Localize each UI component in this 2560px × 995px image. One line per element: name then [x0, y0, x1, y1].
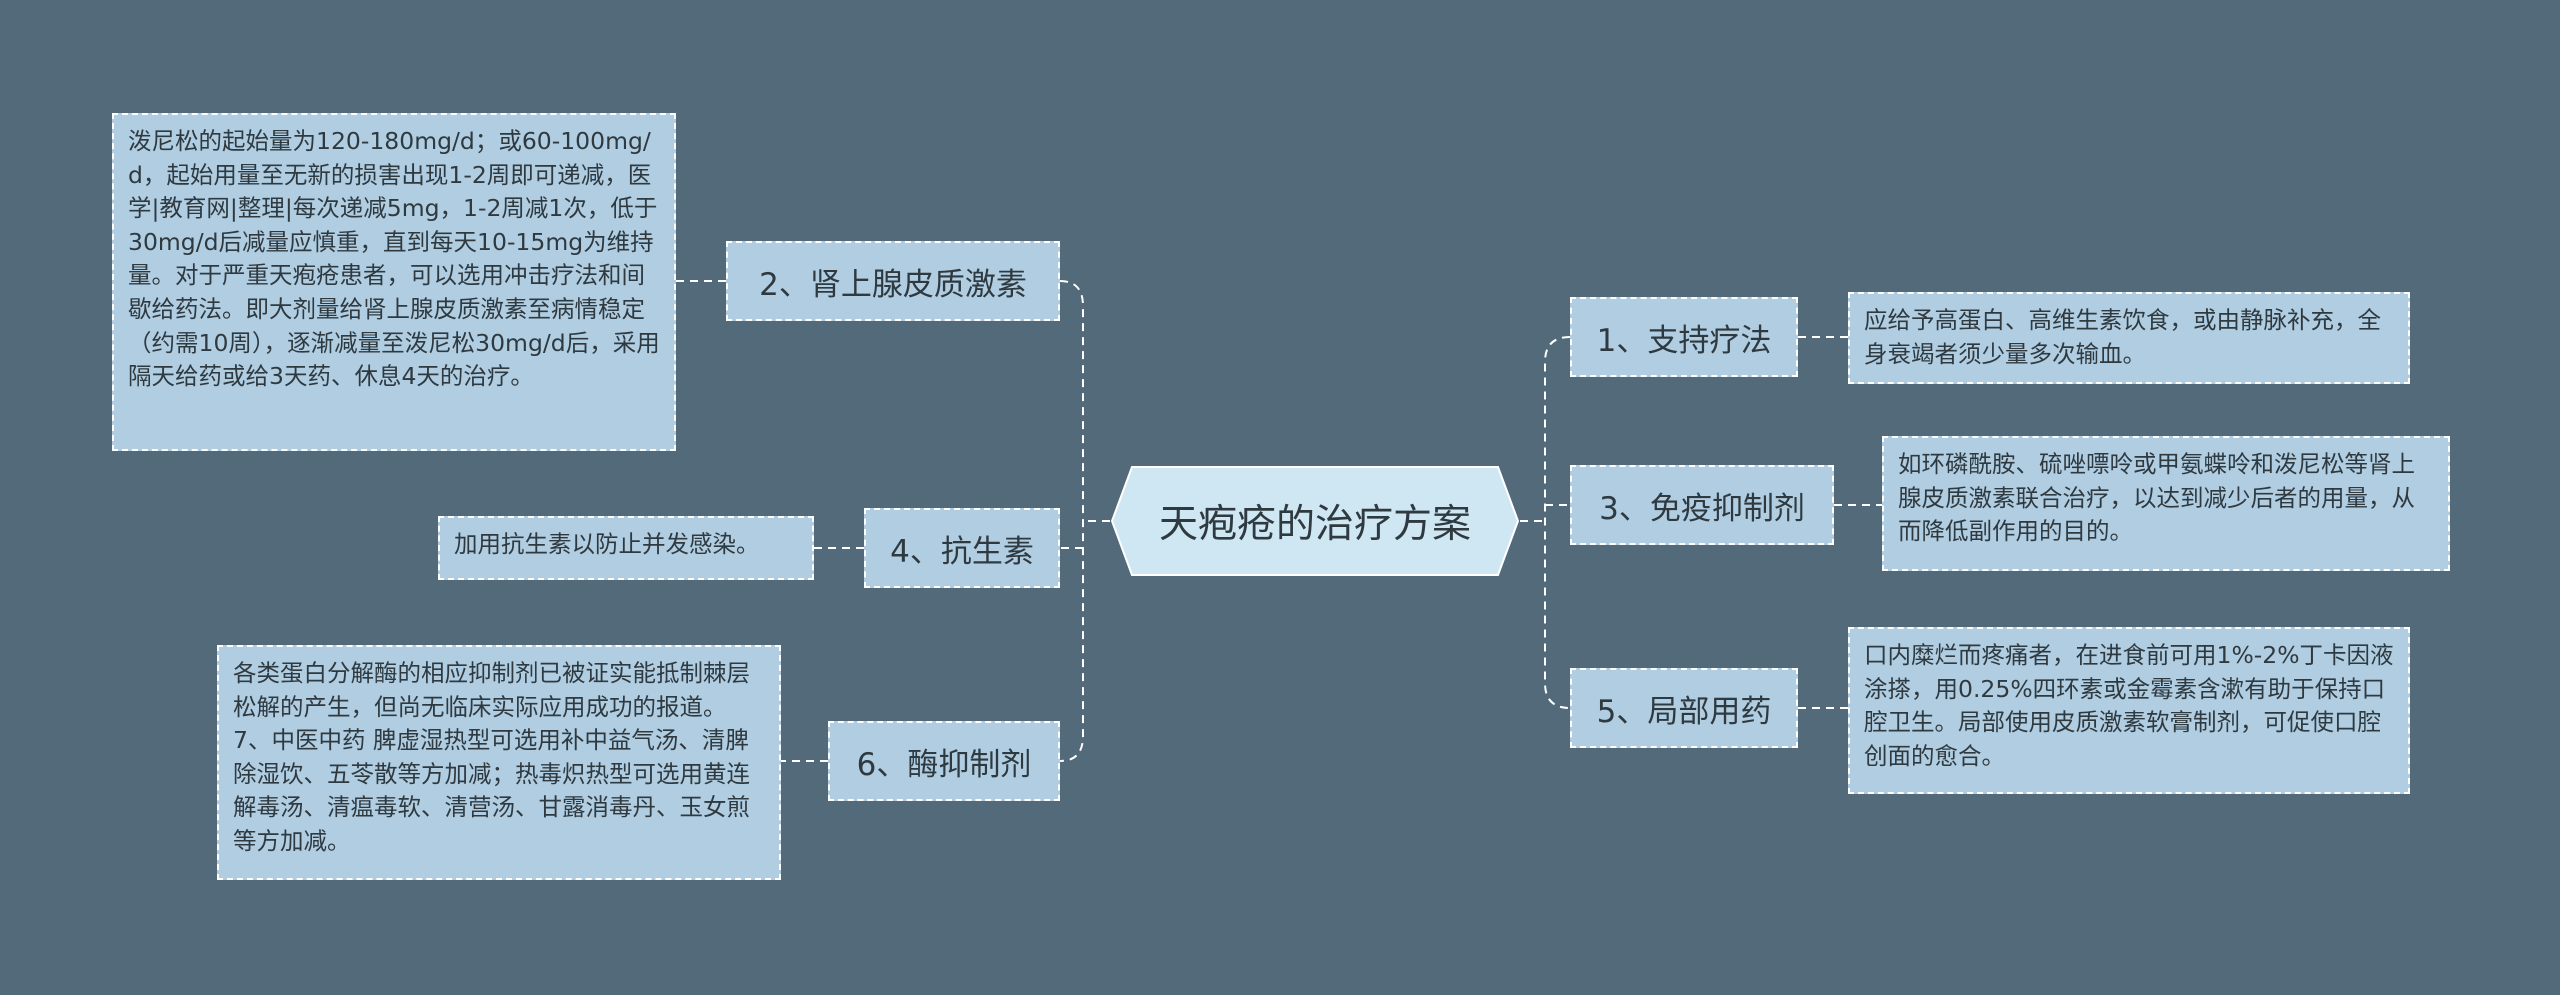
detail-support-therapy-text: 应给予高蛋白、高维生素饮食，或由静脉补充，全身衰竭者须少量多次输血。 — [1864, 306, 2381, 368]
branch-enzyme-inhibitor[interactable]: 6、酶抑制剂 — [828, 721, 1060, 801]
center-topic[interactable]: 天疱疮的治疗方案 — [1110, 465, 1520, 577]
detail-local-medication-text: 口内糜烂而疼痛者，在进食前可用1%-2%丁卡因液涂搽，用0.25%四环素或金霉素… — [1864, 641, 2394, 770]
detail-corticosteroid[interactable]: 泼尼松的起始量为120-180mg/d；或60-100mg/d，起始用量至无新的… — [112, 113, 676, 451]
detail-corticosteroid-text: 泼尼松的起始量为120-180mg/d；或60-100mg/d，起始用量至无新的… — [128, 127, 660, 391]
center-hexagon-shape — [1110, 466, 1520, 576]
branch-enzyme-inhibitor-label: 6、酶抑制剂 — [856, 746, 1032, 783]
branch-local-medication-label: 5、局部用药 — [1596, 693, 1772, 730]
branch-corticosteroid-label: 2、肾上腺皮质激素 — [759, 266, 1027, 303]
detail-local-medication[interactable]: 口内糜烂而疼痛者，在进食前可用1%-2%丁卡因液涂搽，用0.25%四环素或金霉素… — [1848, 627, 2410, 794]
detail-antibiotic-text: 加用抗生素以防止并发感染。 — [454, 530, 760, 558]
branch-antibiotic[interactable]: 4、抗生素 — [864, 508, 1060, 588]
detail-enzyme-inhibitor[interactable]: 各类蛋白分解酶的相应抑制剂已被证实能抵制棘层松解的产生，但尚无临床实际应用成功的… — [217, 645, 781, 880]
branch-immunosuppressant[interactable]: 3、免疫抑制剂 — [1570, 465, 1834, 545]
branch-antibiotic-label: 4、抗生素 — [890, 533, 1034, 570]
branch-local-medication[interactable]: 5、局部用药 — [1570, 668, 1798, 748]
connector-left-trunk — [1059, 280, 1084, 762]
connector-right-trunk — [1544, 336, 1571, 709]
center-topic-label: 天疱疮的治疗方案 — [1158, 502, 1471, 547]
branch-support-therapy[interactable]: 1、支持疗法 — [1570, 297, 1798, 377]
detail-immunosuppressant[interactable]: 如环磷酰胺、硫唑嘌呤或甲氨蝶呤和泼尼松等肾上腺皮质激素联合治疗，以达到减少后者的… — [1882, 436, 2450, 571]
detail-immunosuppressant-text: 如环磷酰胺、硫唑嘌呤或甲氨蝶呤和泼尼松等肾上腺皮质激素联合治疗，以达到减少后者的… — [1898, 450, 2415, 546]
branch-support-therapy-label: 1、支持疗法 — [1596, 322, 1772, 359]
detail-support-therapy[interactable]: 应给予高蛋白、高维生素饮食，或由静脉补充，全身衰竭者须少量多次输血。 — [1848, 292, 2410, 384]
detail-antibiotic[interactable]: 加用抗生素以防止并发感染。 — [438, 516, 814, 580]
branch-corticosteroid[interactable]: 2、肾上腺皮质激素 — [726, 241, 1060, 321]
detail-enzyme-inhibitor-text: 各类蛋白分解酶的相应抑制剂已被证实能抵制棘层松解的产生，但尚无临床实际应用成功的… — [233, 659, 750, 855]
branch-immunosuppressant-label: 3、免疫抑制剂 — [1599, 490, 1805, 527]
